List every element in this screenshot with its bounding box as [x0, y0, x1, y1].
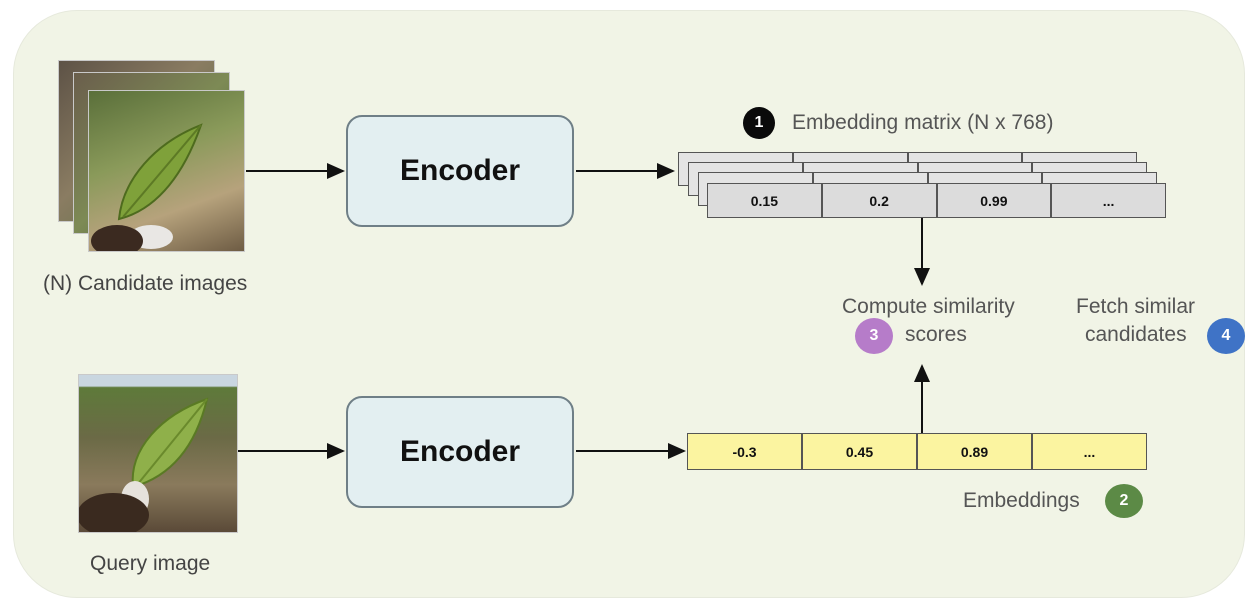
candidate-image-front	[88, 90, 245, 257]
step-3-badge: 3	[855, 318, 893, 354]
embedding-cell: 0.89	[917, 433, 1032, 470]
embedding-cell: ...	[1032, 433, 1147, 470]
leaf-photo	[91, 123, 203, 257]
compute-similarity-line2: scores	[905, 323, 967, 346]
embeddings-row: -0.3 0.45 0.89 ...	[687, 433, 1147, 470]
encoder-bottom: Encoder	[346, 396, 574, 508]
matrix-cell: ...	[1051, 183, 1166, 218]
candidate-images-caption: (N) Candidate images	[43, 272, 248, 295]
embeddings-label: Embeddings	[963, 489, 1080, 512]
step-2-badge: 2	[1105, 484, 1143, 518]
query-image	[77, 374, 238, 537]
matrix-cell: 0.15	[707, 183, 822, 218]
fetch-similar-line1: Fetch similar	[1076, 295, 1196, 318]
matrix-cell: 0.99	[936, 183, 1052, 218]
leaf-photo	[77, 397, 209, 537]
embedding-matrix-label: Embedding matrix (N x 768)	[792, 111, 1054, 134]
embedding-cell: 0.45	[802, 433, 917, 470]
step-4-badge: 4	[1207, 318, 1245, 354]
compute-similarity-line1: Compute similarity	[842, 295, 1015, 318]
query-image-caption: Query image	[90, 552, 211, 575]
encoder-top: Encoder	[346, 115, 574, 227]
fetch-similar-line2: candidates	[1085, 323, 1187, 346]
matrix-cell: 0.2	[821, 183, 937, 218]
embedding-cell: -0.3	[687, 433, 802, 470]
step-1-badge: 1	[743, 107, 775, 139]
matrix-row-front: 0.15 0.2 0.99 ...	[707, 183, 1166, 218]
